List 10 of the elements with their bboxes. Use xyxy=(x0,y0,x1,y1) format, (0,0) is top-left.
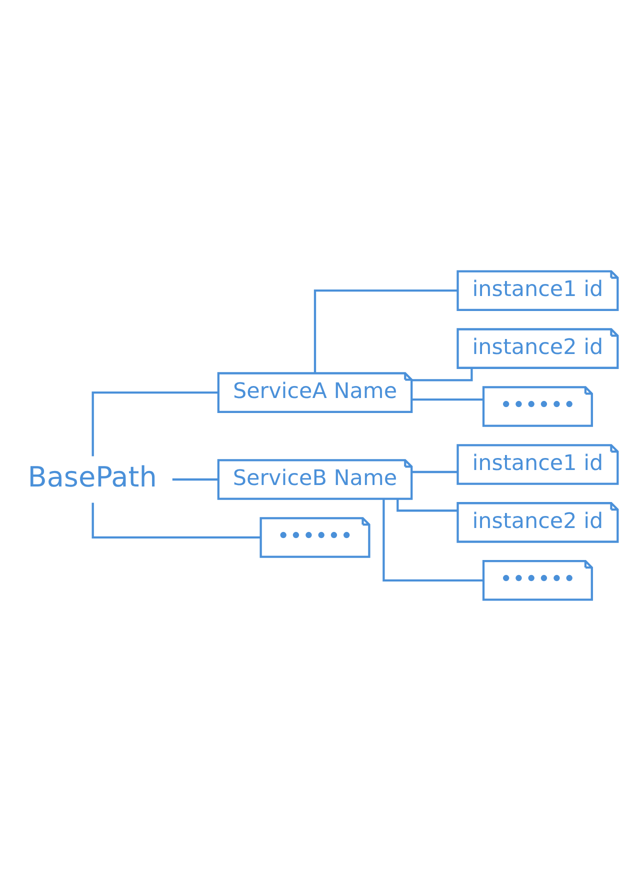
connector xyxy=(412,470,458,473)
connector xyxy=(382,498,484,581)
connector xyxy=(396,498,458,512)
connector xyxy=(412,368,473,381)
connector xyxy=(92,391,218,456)
connector xyxy=(314,289,458,372)
node-text: BasePath xyxy=(28,460,157,493)
connector xyxy=(412,398,484,400)
connector xyxy=(92,502,261,538)
connector xyxy=(172,478,218,480)
